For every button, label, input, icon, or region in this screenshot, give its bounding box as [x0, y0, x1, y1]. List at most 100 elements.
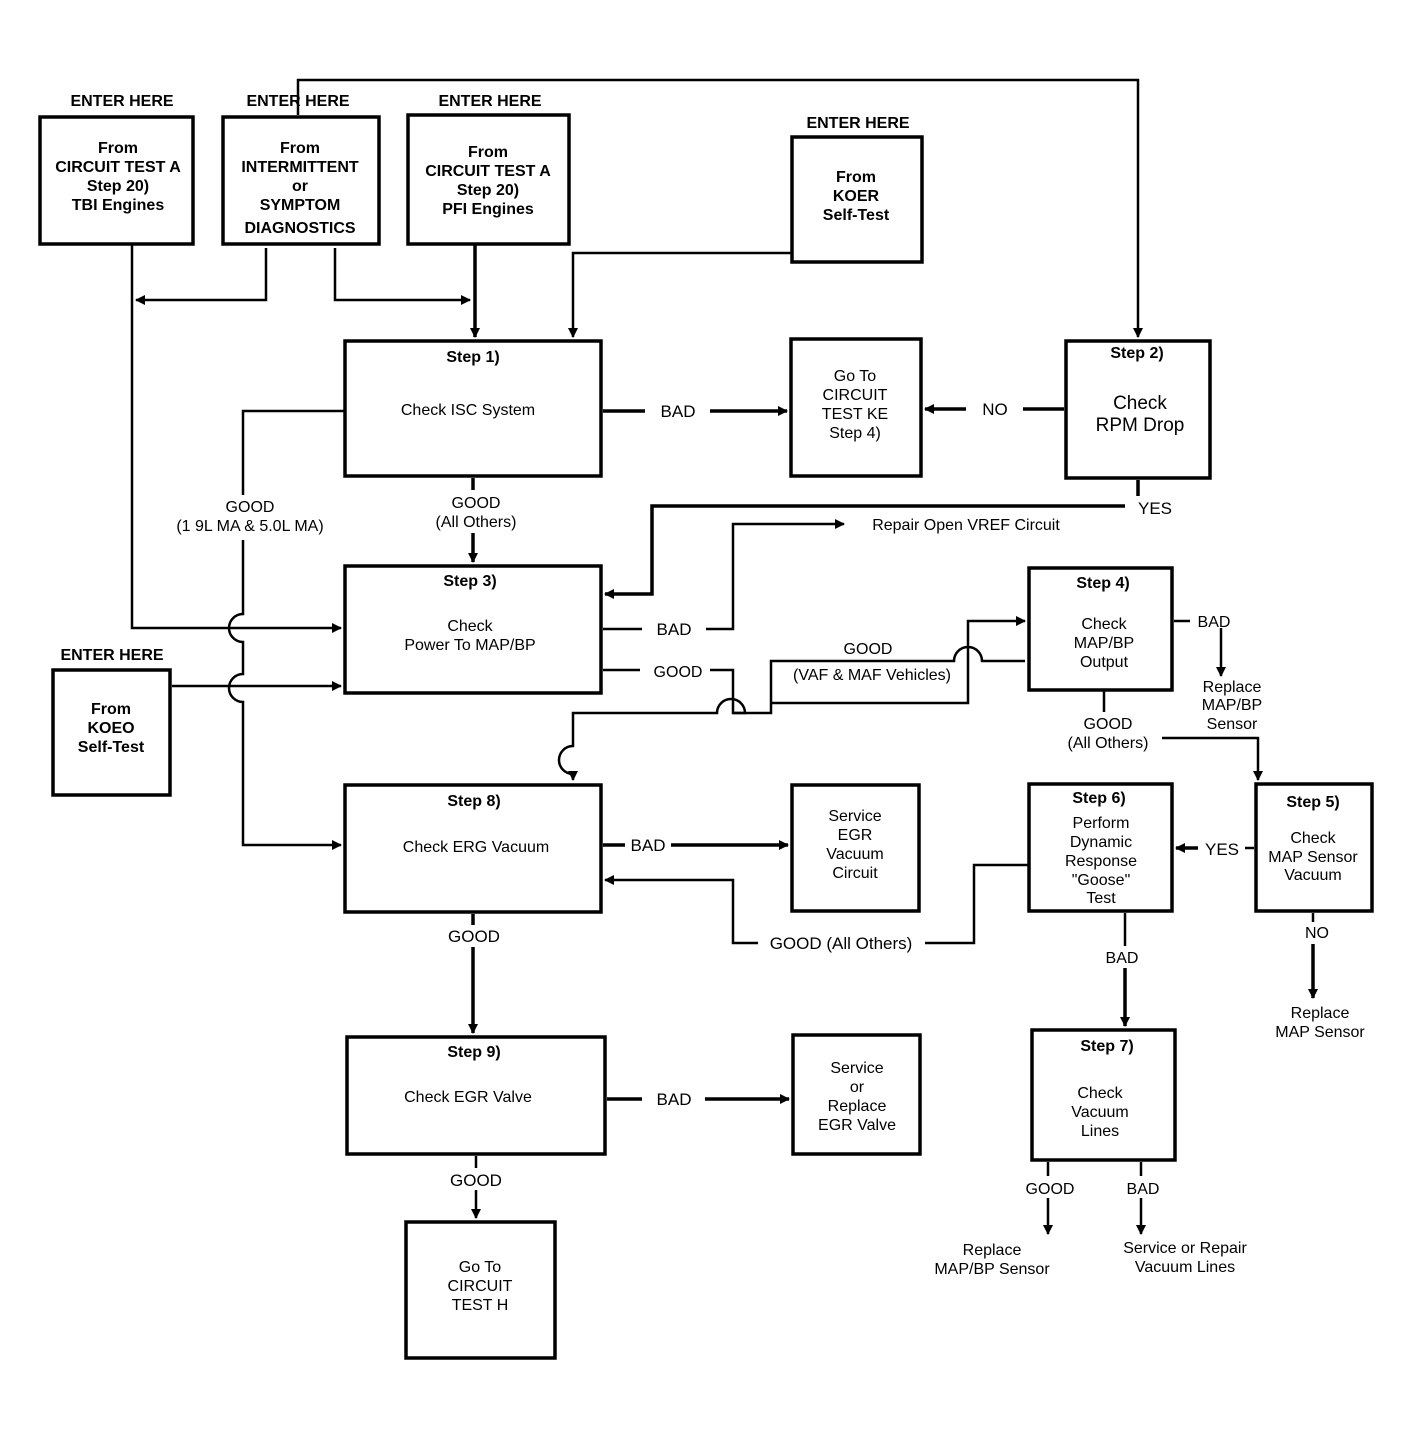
svg-text:"Goose": "Goose"	[1072, 872, 1131, 889]
svg-text:From: From	[98, 140, 138, 157]
entry-pfi: ENTER HERE From CIRCUIT TEST A Step 20) …	[406, 93, 571, 246]
entry-tbi: ENTER HERE From CIRCUIT TEST A Step 20) …	[38, 93, 195, 246]
svg-text:Go To: Go To	[834, 368, 877, 385]
svg-text:EGR: EGR	[838, 827, 873, 844]
enter-here-label: ENTER HERE	[70, 93, 173, 110]
good-label: GOOD	[1026, 1181, 1075, 1198]
svg-text:Step 1): Step 1)	[446, 349, 499, 366]
svg-text:KOER: KOER	[833, 188, 880, 205]
good-label: GOOD	[452, 495, 501, 512]
entry-intermittent: ENTER HERE From INTERMITTENT or SYMPTOM …	[221, 93, 381, 246]
step-9-box: Step 9) Check EGR Valve	[345, 1035, 607, 1156]
svg-text:Vacuum: Vacuum	[1071, 1104, 1129, 1121]
svg-text:Test: Test	[1086, 890, 1116, 907]
svg-text:Step 5): Step 5)	[1286, 794, 1339, 811]
svg-text:From: From	[468, 144, 508, 161]
bad-label: BAD	[631, 836, 666, 855]
svg-text:Response: Response	[1065, 853, 1137, 870]
svg-text:Check EGR Valve: Check EGR Valve	[404, 1089, 532, 1106]
bad-label: BAD	[657, 1090, 692, 1109]
good-qualifier: (1 9L MA & 5.0L MA)	[176, 518, 323, 535]
svg-text:Check: Check	[1081, 616, 1127, 633]
svg-text:Step 3): Step 3)	[443, 573, 496, 590]
svg-text:CIRCUIT TEST A: CIRCUIT TEST A	[55, 159, 181, 176]
good-qualifier: (All Others)	[1068, 735, 1149, 752]
svg-text:Step 4): Step 4)	[1076, 575, 1129, 592]
svg-text:Dynamic: Dynamic	[1070, 834, 1132, 851]
svg-text:CIRCUIT: CIRCUIT	[448, 1278, 513, 1295]
replace-map-sensor-label: Replace	[1291, 1005, 1350, 1022]
svg-text:PFI Engines: PFI Engines	[442, 201, 534, 218]
svg-text:Step 20): Step 20)	[87, 178, 149, 195]
svg-text:CIRCUIT TEST A: CIRCUIT TEST A	[425, 163, 551, 180]
replace-mapbp-sensor-label: Replace	[1203, 679, 1262, 696]
bad-label: BAD	[661, 402, 696, 421]
svg-text:Lines: Lines	[1081, 1123, 1119, 1140]
svg-text:or: or	[850, 1079, 865, 1096]
service-egr-valve-box: Service or Replace EGR Valve	[791, 1033, 922, 1156]
no-label: NO	[982, 400, 1008, 419]
bad-label: BAD	[1106, 950, 1139, 967]
good-label: GOOD	[654, 664, 703, 681]
repair-vref-label: Repair Open VREF Circuit	[872, 517, 1060, 534]
connectors	[130, 78, 1318, 1235]
entry-koeo: ENTER HERE From KOEO Self-Test	[51, 647, 172, 797]
no-label: NO	[1305, 925, 1329, 942]
svg-text:Self-Test: Self-Test	[78, 739, 145, 756]
svg-text:TEST H: TEST H	[452, 1297, 509, 1314]
svg-text:Vacuum Lines: Vacuum Lines	[1135, 1259, 1235, 1276]
enter-here-label: ENTER HERE	[806, 115, 909, 132]
bad-label: BAD	[657, 620, 692, 639]
svg-text:Power To MAP/BP: Power To MAP/BP	[404, 637, 535, 654]
svg-text:INTERMITTENT: INTERMITTENT	[241, 159, 359, 176]
svg-text:Step 8): Step 8)	[447, 793, 500, 810]
step-6-box: Step 6) Perform Dynamic Response "Goose"…	[1027, 782, 1174, 913]
good-label: GOOD	[1084, 716, 1133, 733]
service-egr-vacuum-box: Service EGR Vacuum Circuit	[790, 783, 921, 913]
svg-text:Check ISC System: Check ISC System	[401, 402, 535, 419]
step-7-box: Step 7) Check Vacuum Lines	[1030, 1028, 1177, 1162]
connector-labels: BAD NO YES GOOD (All Others) GOOD (1 9L …	[176, 400, 1365, 1278]
entry-koer: ENTER HERE From KOER Self-Test	[790, 115, 924, 264]
step-2-box: Step 2) Check RPM Drop	[1064, 339, 1212, 480]
svg-text:Step 6): Step 6)	[1072, 790, 1125, 807]
svg-text:CIRCUIT: CIRCUIT	[823, 387, 888, 404]
good-qualifier: (VAF & MAF Vehicles)	[793, 667, 951, 684]
svg-text:DIAGNOSTICS: DIAGNOSTICS	[244, 220, 355, 237]
enter-here-label: ENTER HERE	[438, 93, 541, 110]
replace-mapbp-sensor-label: Replace	[963, 1242, 1022, 1259]
enter-here-label: ENTER HERE	[60, 647, 163, 664]
svg-text:MAP/BP Sensor: MAP/BP Sensor	[934, 1261, 1050, 1278]
svg-text:or: or	[292, 178, 308, 195]
svg-text:From: From	[91, 701, 131, 718]
step-5-box: Step 5) Check MAP Sensor Vacuum	[1254, 782, 1374, 913]
step-4-box: Step 4) Check MAP/BP Output	[1027, 566, 1174, 692]
svg-text:Service: Service	[830, 1060, 883, 1077]
svg-text:Vacuum: Vacuum	[1284, 867, 1342, 884]
svg-text:Go To: Go To	[459, 1259, 502, 1276]
good-label: GOOD	[226, 499, 275, 516]
repair-vacuum-lines-label: Service or Repair	[1123, 1240, 1247, 1257]
svg-text:MAP Sensor: MAP Sensor	[1275, 1024, 1365, 1041]
svg-text:Step 20): Step 20)	[457, 182, 519, 199]
goto-circuit-test-h-box: Go To CIRCUIT TEST H	[404, 1220, 557, 1360]
bad-label: BAD	[1198, 614, 1231, 631]
svg-text:MAP/BP: MAP/BP	[1074, 635, 1134, 652]
svg-text:Perform: Perform	[1073, 815, 1130, 832]
svg-text:Check: Check	[447, 618, 493, 635]
svg-text:KOEO: KOEO	[87, 720, 134, 737]
svg-text:Output: Output	[1080, 654, 1129, 671]
svg-text:Circuit: Circuit	[832, 865, 878, 882]
goto-circuit-test-ke-box: Go To CIRCUIT TEST KE Step 4)	[789, 337, 923, 478]
svg-text:TBI Engines: TBI Engines	[72, 197, 165, 214]
svg-text:SYMPTOM: SYMPTOM	[260, 197, 341, 214]
svg-text:Check: Check	[1113, 393, 1167, 414]
svg-text:From: From	[280, 140, 320, 157]
svg-text:MAP/BP: MAP/BP	[1202, 697, 1262, 714]
yes-label: YES	[1138, 499, 1172, 518]
step-1-box: Step 1) Check ISC System	[343, 339, 603, 478]
svg-text:RPM Drop: RPM Drop	[1096, 415, 1185, 436]
bad-label: BAD	[1127, 1181, 1160, 1198]
svg-text:Step 2): Step 2)	[1110, 345, 1163, 362]
step-8-box: Step 8) Check ERG Vacuum	[343, 783, 603, 914]
